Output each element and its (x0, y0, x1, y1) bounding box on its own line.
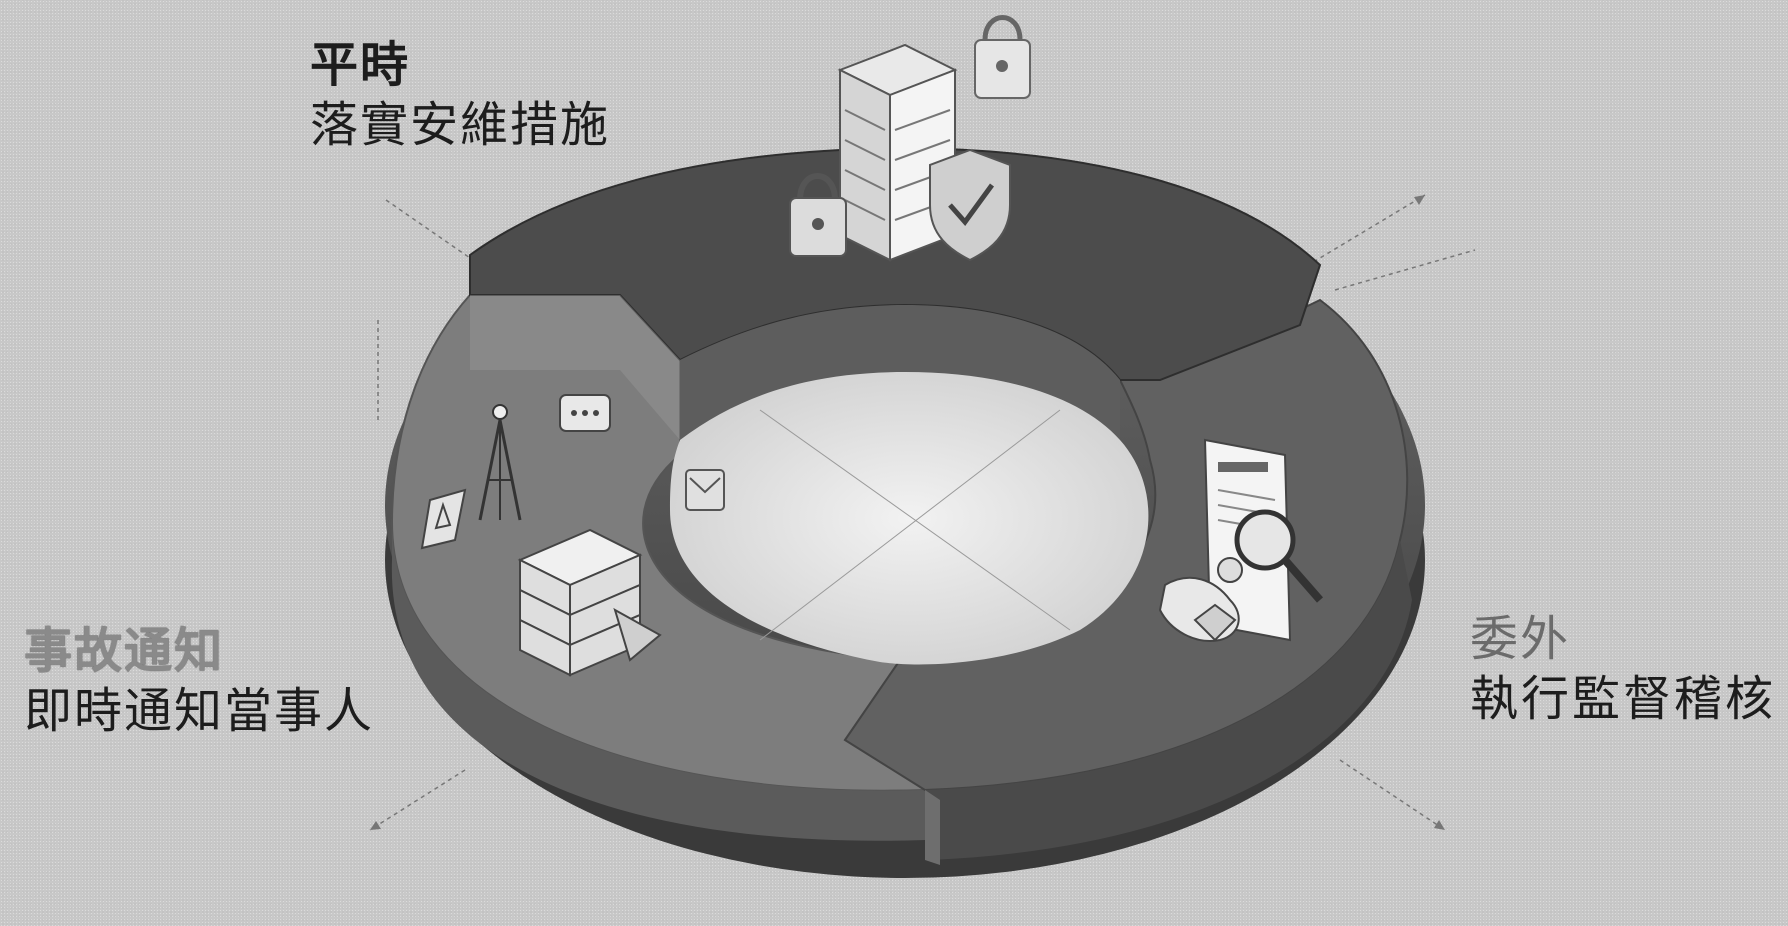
document-stack-icon (517, 528, 662, 677)
server-rack-icon (837, 43, 958, 262)
segment-title-right: 委外 (1470, 611, 1571, 667)
arrowhead-bottom-left (370, 821, 381, 830)
ring-right-end-face (925, 790, 940, 865)
segment-title-top: 平時 (310, 37, 411, 93)
broadcast-tower-icon (478, 404, 522, 521)
magnifier-icon (1234, 509, 1324, 603)
segment-subtitle-right: 執行監督稽核 (1470, 671, 1777, 727)
mail-icon (685, 469, 725, 511)
segment-title-left: 事故通知 (24, 623, 225, 679)
shield-check-icon (929, 148, 1011, 262)
arrowhead-top-right (1414, 195, 1425, 205)
ring-segment-right (843, 298, 1409, 792)
center-grid-line-2 (759, 409, 1061, 641)
ring-top-end-face (470, 255, 680, 440)
warning-sign-icon (420, 488, 467, 550)
chat-bubble-icon (559, 394, 611, 432)
segment-label-top: 平時 落實安維措施 (310, 36, 610, 156)
guide-arrow-bottom-left (369, 769, 466, 831)
ring-center (670, 372, 1149, 665)
guide-line-right (1334, 249, 1476, 291)
padlock-icon (789, 173, 847, 257)
segment-subtitle-top: 落實安維措施 (310, 97, 611, 153)
ring-segment-top-inner-wall (680, 305, 1120, 440)
segment-label-left: 事故通知 即時通知當事人 (24, 622, 374, 742)
center-floor (670, 372, 1149, 665)
guide-arrow-bottom-right (1339, 759, 1446, 831)
ring-segment-right-wall (925, 540, 1412, 860)
guide-arrow-top-left (385, 199, 471, 259)
guide-arrow-top-right (1299, 194, 1426, 271)
guide-arrows (369, 194, 1476, 831)
center-grid-line-1 (759, 409, 1071, 631)
arrowhead-bottom-right (1434, 820, 1445, 830)
segment-label-right: 委外 執行監督稽核 (1470, 610, 1776, 730)
padlock-small-icon (974, 15, 1031, 99)
ring-segment-left-wall (391, 520, 925, 841)
handshake-icon (1158, 576, 1240, 642)
segment-subtitle-left: 即時通知當事人 (24, 683, 375, 739)
